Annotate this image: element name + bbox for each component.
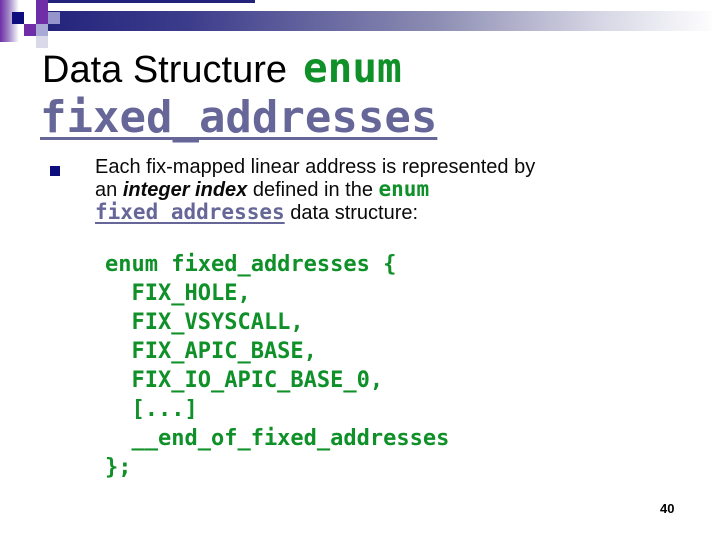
checker-square [48,12,60,24]
title-code-enum: enum [303,44,402,92]
title-text-black: Data Structure [42,49,287,91]
code-line: FIX_VSYSCALL, [105,310,304,335]
bullet-paragraph: Each fix-mapped linear address is repres… [95,156,655,224]
code-line: FIX_IO_APIC_BASE_0, [105,368,384,393]
top-accent-line [36,0,255,3]
code-line: FIX_HOLE, [105,281,251,306]
code-line: [...] [105,397,198,422]
checker-square [36,0,48,12]
header-gradient-bar [44,11,712,31]
bullet-line-2-emphasis: integer index [122,179,248,201]
code-line: }; [105,455,132,480]
page-number: 40 [660,501,675,516]
code-block: enum fixed_addresses { FIX_HOLE, FIX_VSY… [105,250,449,482]
bullet-line-1: Each fix-mapped linear address is repres… [95,156,655,178]
bullet-line-3: fixed_addresses data structure: [95,201,655,224]
checker-square [12,12,24,24]
bullet-line-2-mid: defined in the [247,179,379,201]
slide-title: Data Structure enum fixed_addresses [40,44,702,143]
code-line: __end_of_fixed_addresses [105,426,450,451]
checker-square [24,24,36,36]
bullet-line-2-enum-code: enum [378,177,430,201]
checker-square [36,24,48,36]
code-line: FIX_APIC_BASE, [105,339,317,364]
left-gradient-strip [0,0,20,42]
slide-title-line1: Data Structure enum [42,44,702,94]
code-line: enum fixed_addresses { [105,252,397,277]
bullet-line-2-pre: an [95,179,123,201]
bullet-line-3-fixed-addresses-code: fixed_addresses [95,200,285,224]
title-code-fixed-addresses: fixed_addresses [40,92,438,143]
bullet-square-icon [50,166,60,176]
checker-square [36,36,48,48]
bullet-line-1-text: Each fix-mapped linear address is repres… [95,156,536,178]
checker-square [36,12,48,24]
bullet-line-3-post: data structure: [284,202,419,224]
bullet-line-2: an integer index defined in the enum [95,178,655,201]
